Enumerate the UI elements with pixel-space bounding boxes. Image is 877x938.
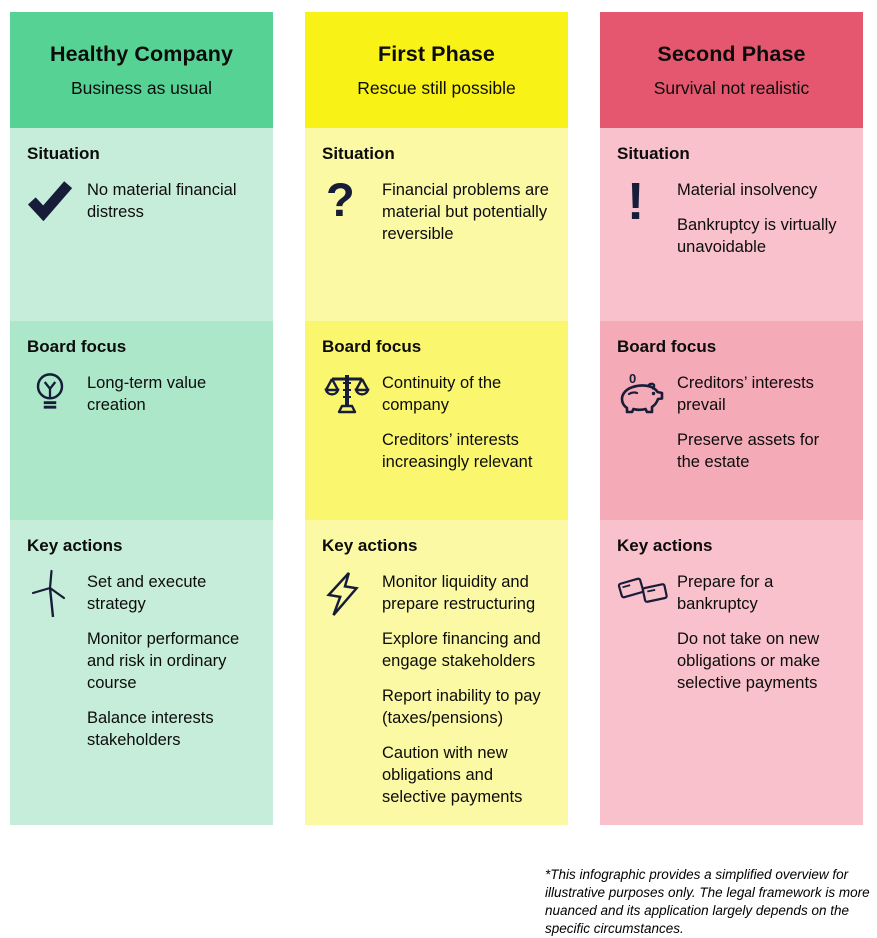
section-item: Monitor performance and risk in ordinary… [87,630,240,692]
section-item: Prepare for a bankruptcy [677,573,774,613]
column-subtitle: Survival not realistic [653,77,810,98]
footnote: *This infographic provides a simplified … [545,866,870,936]
section-item: Do not take on new obligations or make s… [677,630,821,692]
scales-icon [322,370,370,416]
column-title: Healthy Company [49,41,234,66]
section-item: Monitor liquidity and prepare restructur… [382,573,536,613]
section-heading: Board focus [617,337,717,356]
column-subtitle: Rescue still possible [357,77,516,98]
section: Situation ? Financial problems are mater… [305,128,568,321]
checkmark-icon [27,177,75,221]
section-body: No material financial distress [27,179,256,223]
section-items: Financial problems are material but pote… [382,179,551,245]
section-item: Report inability to pay (taxes/pensions) [382,687,541,727]
section-items: Long-term value creation [87,372,256,416]
section-item: Creditors’ interests prevail [677,374,814,414]
section: Key actions Prepare for a bankruptcy Do n… [600,520,863,825]
section-item: Caution with new obligations and selecti… [382,744,523,806]
column-header: Healthy Company Business as usual [10,12,273,128]
section-item: Balance interests stakeholders [87,709,214,749]
question-mark-icon: ? [326,173,355,226]
section-heading: Key actions [322,536,418,555]
lightbulb-icon [27,370,75,418]
phase-column: First Phase Rescue still possible Situat… [305,12,568,825]
svg-text:0: 0 [629,371,636,386]
column-sections: Situation No material financial distress… [10,128,273,825]
section: Key actions Monitor liquidity and prepar… [305,520,568,825]
section: Board focus 0 Creditors’ interests preva… [600,321,863,520]
phase-column: Healthy Company Business as usual Situat… [10,12,273,825]
section-body: ? Financial problems are material but po… [322,173,551,245]
section-heading: Situation [27,144,100,163]
section-item: Creditors’ interests increasingly releva… [382,431,533,471]
exclamation-mark-icon: ! [627,173,645,231]
column-title: Second Phase [657,41,806,66]
section-heading: Situation [322,144,395,163]
column-title: First Phase [377,41,495,66]
section-item: Financial problems are material but pote… [382,181,549,243]
piggy-bank-icon: 0 [617,370,665,418]
banknotes-icon [617,569,668,609]
section-item: Long-term value creation [87,374,207,414]
lightning-bolt-icon [322,569,370,619]
section: Situation No material financial distress [10,128,273,321]
section-heading: Board focus [322,337,422,356]
section-items: Prepare for a bankruptcy Do not take on n… [677,571,846,694]
section-item: No material financial distress [87,181,237,221]
column-subtitle: Business as usual [70,77,213,98]
section-item: Preserve assets for the estate [677,431,820,471]
section-item: Bankruptcy is virtually unavoidable [677,216,837,256]
section-body: Monitor liquidity and prepare restructur… [322,571,551,808]
section-heading: Key actions [27,536,123,555]
phase-column: Second Phase Survival not realistic Situ… [600,12,863,825]
section: Board focus Long-term value creation [10,321,273,520]
section-heading: Situation [617,144,690,163]
column-header: Second Phase Survival not realistic [600,12,863,128]
section-body: Long-term value creation [27,372,256,418]
infographic-columns: Healthy Company Business as usual Situat… [10,12,863,825]
column-header: First Phase Rescue still possible [305,12,568,128]
section-item: Set and execute strategy [87,573,207,613]
section-items: Monitor liquidity and prepare restructur… [382,571,551,808]
section-heading: Board focus [27,337,127,356]
column-sections: Situation ? Financial problems are mater… [305,128,568,825]
section-heading: Key actions [617,536,713,555]
section-item: Explore financing and engage stakeholder… [382,630,541,670]
section-body: Prepare for a bankruptcy Do not take on n… [617,571,846,694]
wind-turbine-icon [27,569,75,619]
section-item: Continuity of the company [382,374,502,414]
section-items: No material financial distress [87,179,256,223]
section-item: Material insolvency [677,181,818,199]
